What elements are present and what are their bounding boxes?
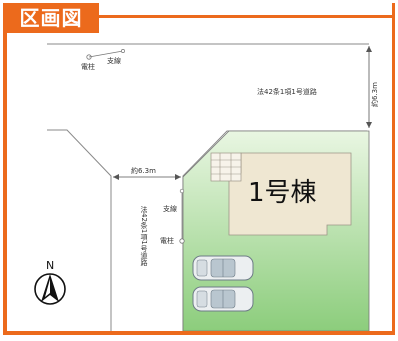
site-plan-frame: 区画図 電柱 支線 法42条1項1号道路 約6.3m: [3, 3, 395, 335]
parking-car-1: [192, 255, 254, 281]
side-road-width-label: 約6.3m: [131, 166, 156, 175]
parking-car-2: [192, 286, 254, 312]
page-title: 区画図: [3, 3, 99, 33]
top-road-width-dimension: 約6.3m: [366, 46, 379, 128]
side-road-width-dimension: 約6.3m: [113, 166, 181, 180]
side-pole-group: 支線 電柱: [160, 188, 185, 245]
guy-wire-anchor-icon: [121, 49, 125, 53]
header-rule: [99, 15, 392, 18]
top-pole-group: 電柱 支線: [81, 49, 125, 71]
top-road-label: 法42条1項1号道路: [257, 87, 317, 96]
building-label: 1号棟: [248, 178, 317, 208]
pole-label-top: 電柱: [81, 62, 95, 71]
guy-label-side: 支線: [163, 204, 177, 213]
north-label: N: [46, 259, 54, 272]
entrance-steps: [210, 152, 242, 182]
road-boundary-left: [47, 129, 112, 331]
guy-label-top: 支線: [107, 56, 121, 65]
guy-wire-anchor-icon: [179, 188, 185, 194]
utility-pole-icon: [179, 238, 185, 244]
site-plan-diagram: 電柱 支線 法42条1項1号道路 約6.3m 約6.3m: [34, 43, 379, 331]
side-road-label: 法42条1項1号道路: [140, 205, 148, 267]
guy-wire-line: [88, 50, 124, 58]
north-arrow: N: [34, 259, 66, 305]
top-road-width-label: 約6.3m: [370, 82, 379, 107]
pole-label-side: 電柱: [160, 236, 174, 245]
